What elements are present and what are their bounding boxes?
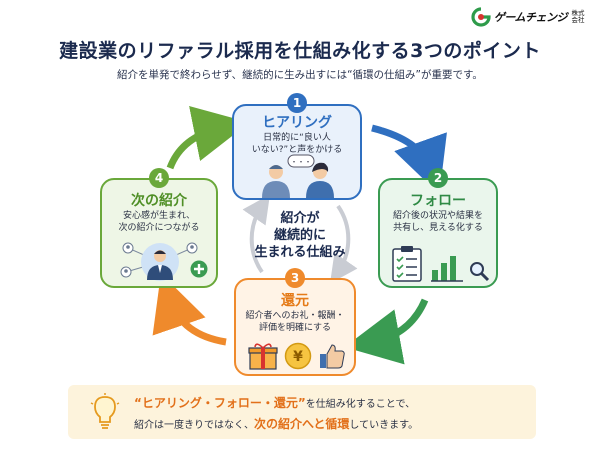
step-title: 次の紹介 bbox=[131, 193, 187, 209]
company-logo: ゲームチェンジ 株式会社 bbox=[471, 7, 586, 27]
step-title: 還元 bbox=[281, 293, 309, 309]
bar-chart-icon bbox=[431, 256, 463, 282]
center-line2: 継続的に bbox=[273, 228, 326, 243]
step-desc-line2: 評価を明確にする bbox=[258, 323, 332, 333]
step-desc-line1: 日常的に“良い人 bbox=[263, 133, 331, 143]
summary-text1: を仕組み化することで、 bbox=[305, 399, 416, 410]
center-line3: 生まれる仕組み bbox=[254, 245, 346, 260]
center-line1: 紹介が bbox=[280, 211, 320, 226]
speech-bubble-icon: ・・・ bbox=[287, 154, 315, 168]
step-desc-line1: 紹介後の状況や結果を bbox=[392, 211, 483, 221]
page-subtitle: 紹介を単発で終わらせず、継続的に生み出すには“循環の仕組み”が重要です。 bbox=[117, 69, 483, 81]
magnifier-icon bbox=[470, 262, 490, 282]
step-desc-line2: 次の紹介につながる bbox=[118, 223, 200, 233]
summary-line1: “ヒアリング・フォロー・還元”を仕組み化することで、 bbox=[134, 394, 524, 411]
svg-text:¥: ¥ bbox=[293, 349, 303, 365]
center-label: 紹介が 継続的に 生まれる仕組み bbox=[248, 210, 352, 261]
svg-text:・・・: ・・・ bbox=[291, 158, 312, 166]
lightbulb-icon bbox=[90, 393, 120, 429]
arrow-4-to-1 bbox=[166, 106, 250, 170]
step-desc-line1: 安心感が生まれ、 bbox=[122, 211, 196, 221]
logo-name: ゲームチェンジ bbox=[493, 11, 568, 24]
step-number-badge: 1 bbox=[287, 93, 307, 113]
thumbs-up-icon bbox=[320, 344, 345, 369]
step-card-follow: 2 フォロー 紹介後の状況や結果を 共有し、見える化する bbox=[378, 168, 498, 288]
step-card-reward: 3 還元 紹介者へのお礼・報酬・ 評価を明確にする ¥ bbox=[234, 268, 356, 376]
center-ring-left bbox=[242, 194, 270, 274]
summary-highlight2: 次の紹介へと循環 bbox=[254, 417, 350, 431]
logo-mark-icon bbox=[471, 7, 491, 27]
people-talking-icon bbox=[262, 162, 334, 198]
step-title: フォロー bbox=[410, 193, 466, 209]
step-desc-line2: いない?”と声をかける bbox=[251, 145, 343, 155]
center-ring-right bbox=[330, 204, 358, 284]
network-person-icon bbox=[120, 242, 198, 281]
summary-text2a: 紹介は一度きりではなく、 bbox=[134, 420, 254, 431]
step-title: ヒアリング bbox=[262, 115, 332, 131]
arrow-1-to-2 bbox=[371, 124, 447, 195]
logo-corp: 株式会社 bbox=[571, 9, 585, 24]
checklist-icon bbox=[392, 246, 422, 282]
page-title: 建設業のリファラル採用を仕組み化する3つのポイント bbox=[59, 40, 541, 62]
arrow-2-to-3 bbox=[344, 298, 429, 365]
summary-highlight1: “ヒアリング・フォロー・還元” bbox=[134, 396, 306, 410]
step-desc-line2: 共有し、見える化する bbox=[393, 223, 483, 233]
step-number-badge: 3 bbox=[285, 268, 305, 288]
summary-line2: 紹介は一度きりではなく、次の紹介へと循環していきます。 bbox=[134, 415, 524, 432]
step-card-next-referral: 4 次の紹介 安心感が生まれ、 次の紹介につながる bbox=[100, 168, 218, 288]
arrow-3-to-4 bbox=[152, 273, 227, 346]
yen-coin-icon: ¥ bbox=[284, 342, 312, 370]
step-number-badge: 2 bbox=[428, 168, 448, 188]
gift-icon bbox=[248, 343, 278, 370]
summary-text2b: していきます。 bbox=[349, 420, 419, 431]
step-number-badge: 4 bbox=[149, 168, 169, 188]
summary-box: “ヒアリング・フォロー・還元”を仕組み化することで、 紹介は一度きりではなく、次… bbox=[68, 385, 536, 439]
plus-icon bbox=[190, 260, 208, 278]
step-card-hearing: 1 ヒアリング 日常的に“良い人 いない?”と声をかける ・・・ bbox=[232, 93, 362, 200]
step-desc-line1: 紹介者へのお礼・報酬・ bbox=[245, 311, 345, 321]
